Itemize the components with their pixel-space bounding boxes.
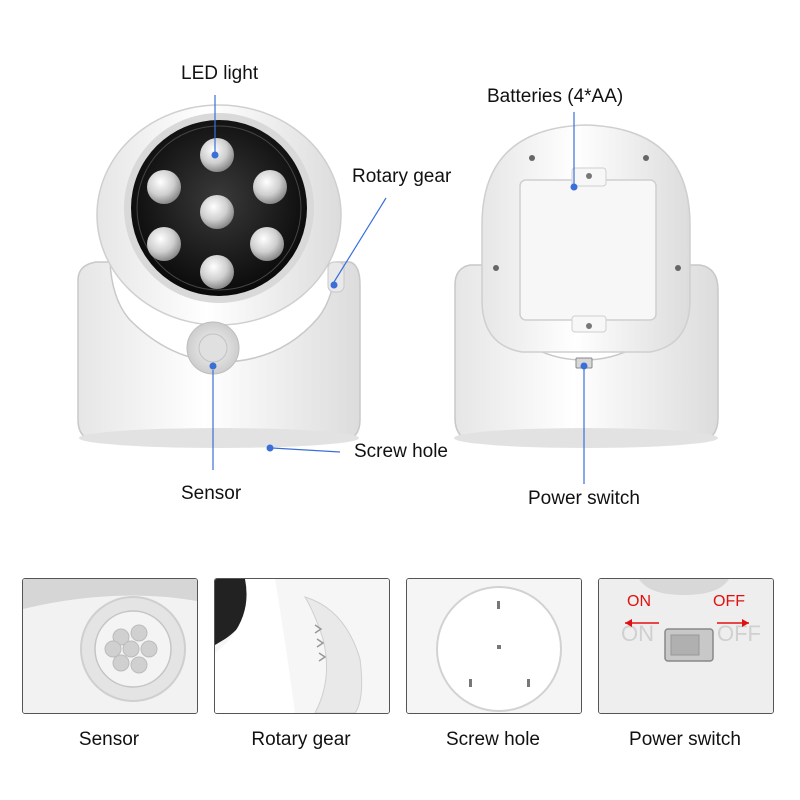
label-batteries: Batteries (4*AA): [487, 86, 624, 107]
switch-off-label: OFF: [713, 593, 745, 610]
label-sensor: Sensor: [181, 483, 242, 504]
svg-text:ON: ON: [621, 621, 654, 646]
switch-on-label: ON: [627, 593, 651, 610]
caption-rotary-gear: Rotary gear: [251, 729, 351, 750]
detail-panel-power-switch: ON OFF ON OFF: [598, 578, 774, 714]
label-led-light: LED light: [181, 63, 259, 84]
caption-power-switch: Power switch: [629, 729, 741, 750]
svg-text:OFF: OFF: [717, 621, 761, 646]
detail-panel-sensor: [22, 578, 198, 714]
sensor-closeup: [23, 579, 197, 713]
detail-panel-rotary-gear: [214, 578, 390, 714]
product-main-svg: [77, 95, 719, 484]
caption-sensor: Sensor: [78, 729, 140, 750]
screw-hole-closeup: [407, 579, 581, 713]
caption-screw-hole: Screw hole: [446, 729, 540, 750]
back-device: [454, 124, 719, 448]
detail-panel-screw-hole: [406, 578, 582, 714]
label-power-switch: Power switch: [528, 488, 640, 509]
led-array: [147, 138, 287, 289]
power-switch-closeup: ON OFF: [599, 579, 773, 713]
front-device: [77, 104, 361, 448]
label-screw-hole: Screw hole: [354, 441, 448, 462]
callout-lines: [209, 95, 588, 484]
label-rotary-gear: Rotary gear: [352, 166, 452, 187]
rotary-gear-closeup: [215, 579, 389, 713]
